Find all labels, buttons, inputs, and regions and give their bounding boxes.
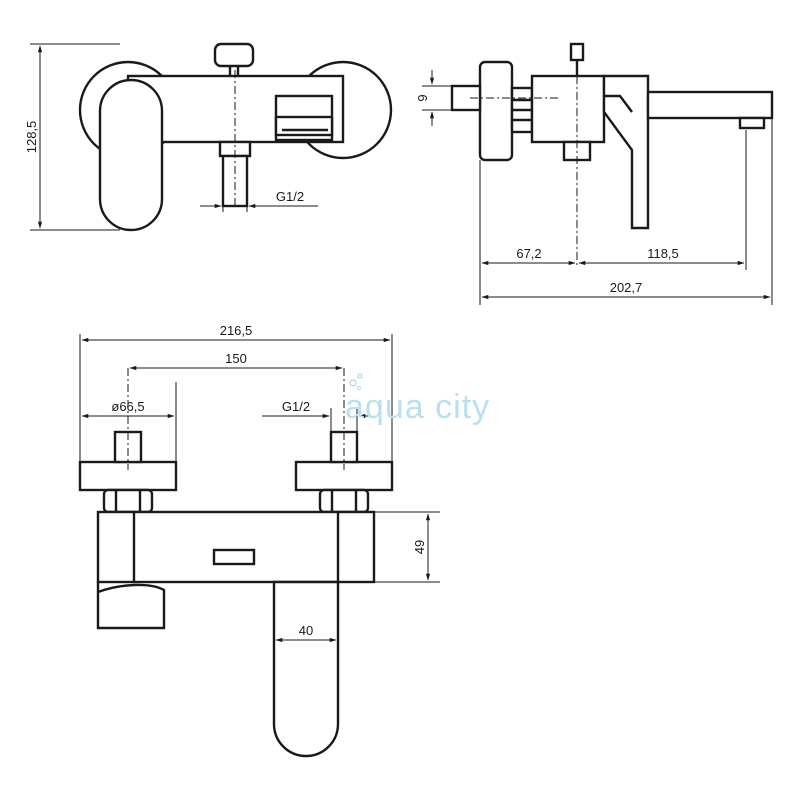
dim-width-total: 216,5: [220, 323, 253, 338]
wall-plate: [478, 60, 514, 162]
spout-aerator: [274, 115, 334, 137]
top-view: [78, 368, 394, 758]
dim-handle-width: 40: [299, 623, 313, 638]
dim-offset-small: 9: [415, 94, 430, 101]
dim-rosette-diameter: ø66,5: [111, 399, 144, 414]
dim-thread-top: G1/2: [282, 399, 310, 414]
side-body: [530, 74, 606, 144]
diverter-knob: [213, 42, 255, 68]
dim-spacing: 150: [225, 351, 247, 366]
top-diverter: [212, 548, 256, 566]
front-view: [78, 42, 393, 232]
front-dimensions: 128,5 G1/2: [24, 43, 318, 231]
top-dimensions: 216,5 150 ø66,5 G1/2 49 40: [79, 323, 440, 643]
dim-thread-front: G1/2: [276, 189, 304, 204]
side-dimensions: 9 67,2 118,5 202,7: [415, 70, 773, 305]
watermark: aqua city: [345, 373, 490, 426]
watermark-text: aqua city: [345, 388, 490, 426]
top-body: [96, 510, 376, 584]
left-nut: [102, 488, 154, 514]
dim-body-height: 49: [412, 540, 427, 554]
side-spout: [646, 90, 774, 120]
dim-axis-to-spout: 118,5: [647, 246, 679, 261]
side-view: [450, 42, 774, 265]
handle-lever: [98, 78, 164, 232]
side-handle: [602, 74, 650, 230]
side-knob: [569, 42, 585, 62]
dim-height-total: 128,5: [24, 121, 39, 154]
right-nut: [318, 488, 370, 514]
side-aerator: [738, 116, 766, 130]
top-handle-end: [96, 582, 166, 630]
top-spout: [272, 580, 340, 758]
dim-wall-to-axis: 67,2: [516, 246, 541, 261]
dim-depth-total: 202,7: [610, 280, 643, 295]
